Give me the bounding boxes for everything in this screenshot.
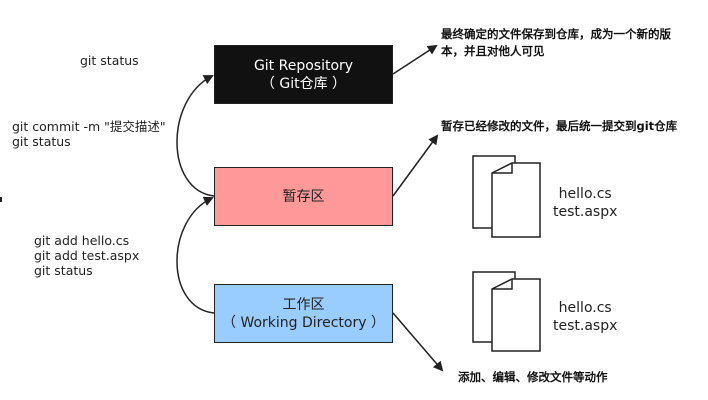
stage-note-arrow xyxy=(392,134,439,197)
note-line: 本，并且对他人可见 xyxy=(441,44,545,58)
file-name: test.aspx xyxy=(553,318,618,334)
work-note-arrow xyxy=(392,312,444,372)
command-line: git add test.aspx xyxy=(34,248,140,263)
stage-note: 暂存已经修改的文件，最后统一提交到git仓库 xyxy=(441,118,677,135)
commit-arrow xyxy=(176,75,215,197)
stage-title: 暂存区 xyxy=(282,188,325,205)
work-title: 工作区 xyxy=(282,296,325,313)
repo-note: 最终确定的文件保存到仓库，成为一个新的版 本，并且对他人可见 xyxy=(441,26,671,60)
documents-icon xyxy=(472,155,541,238)
staging-area-box: 暂存区 xyxy=(214,167,393,226)
commit-commands: git commit -m "提交描述" git status xyxy=(12,119,166,149)
repo-note-arrow xyxy=(392,44,438,75)
command-line: git add hello.cs xyxy=(34,233,130,248)
file-name: test.aspx xyxy=(553,204,618,220)
edge-mark xyxy=(0,197,2,202)
file-name: hello.cs xyxy=(558,186,612,202)
file-name: hello.cs xyxy=(558,300,612,316)
command-line: git status xyxy=(12,134,71,149)
working-files: hello.cs test.aspx xyxy=(553,299,617,335)
command-line: git status xyxy=(80,53,139,68)
add-commands: git add hello.cs git add test.aspx git s… xyxy=(34,233,139,278)
work-note: 添加、编辑、修改文件等动作 xyxy=(458,369,608,386)
staged-files: hello.cs test.aspx xyxy=(553,185,617,221)
command-line: git status xyxy=(34,263,93,278)
repo-title: Git Repository xyxy=(253,57,354,74)
repo-subtitle: （ Git仓库 ） xyxy=(260,75,347,92)
work-subtitle: （ Working Directory ） xyxy=(222,314,385,331)
documents-icon xyxy=(472,271,541,352)
note-line: 添加、编辑、修改文件等动作 xyxy=(458,370,608,384)
add-arrow xyxy=(176,196,215,314)
note-line: 最终确定的文件保存到仓库，成为一个新的版 xyxy=(441,27,671,41)
note-line: 暂存已经修改的文件，最后统一提交到git仓库 xyxy=(441,119,678,133)
command-line: git commit -m "提交描述" xyxy=(12,119,166,134)
working-directory-box: 工作区 （ Working Directory ） xyxy=(214,284,393,343)
git-repository-box: Git Repository （ Git仓库 ） xyxy=(214,45,393,104)
status-command: git status xyxy=(80,53,139,68)
